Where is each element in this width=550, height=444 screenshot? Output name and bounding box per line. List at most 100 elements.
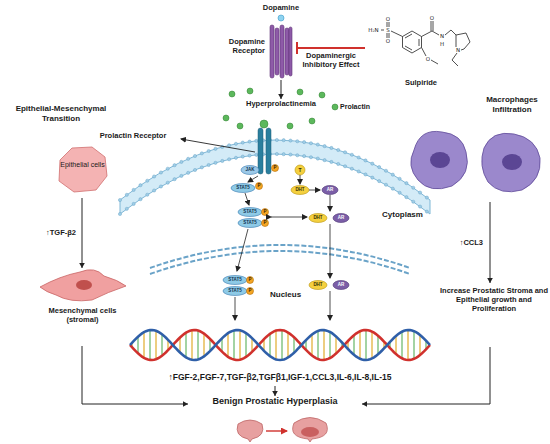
atom-symbol: S xyxy=(385,27,391,34)
connector-line xyxy=(490,202,491,283)
outcome-box: Increase Prostatic Stroma and Epithelial… xyxy=(440,283,548,347)
atom-symbol: H₂N xyxy=(366,27,381,34)
text-label: Epithelial-Mesenchymal Transition xyxy=(5,104,117,123)
lipid-heads xyxy=(350,153,353,156)
arrowhead xyxy=(487,278,493,283)
lipid-heads xyxy=(193,168,196,171)
lipid-heads xyxy=(241,141,244,144)
state-box: Hyperprolactinemia xyxy=(234,99,328,113)
lipid-heads xyxy=(118,212,121,215)
arrowhead xyxy=(183,401,188,407)
signal-arrows xyxy=(330,195,331,211)
lipid-heads xyxy=(364,159,367,162)
lipid-heads xyxy=(330,146,333,149)
text-label: AR xyxy=(333,282,349,287)
text-label: JAK xyxy=(241,167,259,172)
sulpiride-structure xyxy=(456,35,457,47)
dna-helix xyxy=(233,330,234,359)
dna-helix xyxy=(239,330,240,359)
arrowhead xyxy=(362,401,367,407)
signal-molecules xyxy=(333,281,349,290)
lipid-heads xyxy=(378,165,381,168)
dna-helix xyxy=(275,331,276,360)
signal-molecules xyxy=(256,183,263,190)
node-text: Benign Prostatic Hyperplasia xyxy=(188,396,362,407)
sulpiride-structure xyxy=(445,30,456,35)
lipid-heads xyxy=(248,154,251,157)
lipid-heads xyxy=(323,145,326,148)
prostate-bladder xyxy=(301,427,319,437)
lipid-heads xyxy=(343,151,346,154)
node-text: Mesenchymal cells (stromal) xyxy=(37,306,129,324)
lipid-heads xyxy=(282,153,285,156)
lipid-heads xyxy=(228,158,231,161)
signal-molecules xyxy=(247,288,254,295)
cell-box: Mesenchymal cells (stromal) xyxy=(25,268,140,346)
sulpiride-structure xyxy=(405,34,419,50)
cell-membrane xyxy=(120,140,430,214)
lipid-heads xyxy=(309,142,312,145)
gene-list: ↑FGF-2,FGF-7,TGF-β2,TGFβ1,IGF-1,CCL3,IL-… xyxy=(95,372,465,386)
lipid-heads xyxy=(418,205,421,208)
lipid-heads xyxy=(289,153,292,156)
lipid-heads xyxy=(343,165,346,168)
receptor-leader xyxy=(181,139,255,152)
signal-arrows xyxy=(300,175,301,184)
dna-helix xyxy=(419,335,420,355)
signal-molecules xyxy=(223,287,247,296)
dna-helix xyxy=(287,333,288,358)
lipid-heads xyxy=(391,173,394,176)
epithelial-cell xyxy=(59,147,107,192)
edge-label: Dopaminergic Inhibitory Effect xyxy=(297,51,365,69)
signal-molecules xyxy=(238,219,262,228)
nuclear-membrane xyxy=(150,245,410,268)
text-label: P xyxy=(256,183,263,188)
lipid-heads xyxy=(173,164,176,167)
dna-helix xyxy=(323,330,324,360)
lipid-heads xyxy=(371,162,374,165)
signal-molecules xyxy=(223,276,247,285)
signal-molecules xyxy=(291,186,309,195)
signal-molecules xyxy=(262,209,269,216)
lipid-heads xyxy=(234,156,237,159)
edge-label: ↑TGF-β2 xyxy=(16,228,76,237)
lipid-heads xyxy=(248,140,251,143)
text-label: Cytoplasm xyxy=(382,210,442,220)
dna-helix xyxy=(245,333,246,357)
sulpiride-structure xyxy=(431,21,433,31)
text-label: DHT xyxy=(309,215,327,220)
text-label: P xyxy=(262,209,269,214)
signal-arrows xyxy=(235,297,236,320)
mesenchymal-cell xyxy=(76,280,92,290)
prolactin-dots xyxy=(223,88,338,129)
lipid-heads xyxy=(418,191,421,194)
lipid-heads xyxy=(132,202,135,205)
signal-molecules xyxy=(231,184,255,193)
text-label: P xyxy=(272,165,279,170)
lipid-heads xyxy=(180,160,183,163)
lipid-heads xyxy=(412,200,415,203)
arrowhead xyxy=(79,263,85,268)
lipid-heads xyxy=(330,160,333,163)
lipid-heads xyxy=(309,156,312,159)
dna-helix xyxy=(143,332,144,358)
connector xyxy=(79,198,85,268)
dna-helix xyxy=(329,332,330,358)
sulpiride-structure xyxy=(431,60,438,64)
signal-molecules xyxy=(295,165,305,175)
dna-helix xyxy=(401,332,402,359)
lipid-heads xyxy=(296,154,299,157)
dna-helix xyxy=(161,334,162,355)
connector xyxy=(272,386,278,396)
lipid-heads xyxy=(187,157,190,160)
result-box: Benign Prostatic Hyperplasia xyxy=(188,396,362,412)
lipid-heads xyxy=(405,196,408,199)
lipid-heads xyxy=(193,154,196,157)
lipid-heads xyxy=(391,187,394,190)
lipid-heads xyxy=(166,167,169,170)
prostate-bladder xyxy=(237,420,263,442)
sulpiride-structure xyxy=(452,53,458,66)
dna-helix xyxy=(137,337,138,354)
text-label: STAT5 xyxy=(231,185,255,190)
